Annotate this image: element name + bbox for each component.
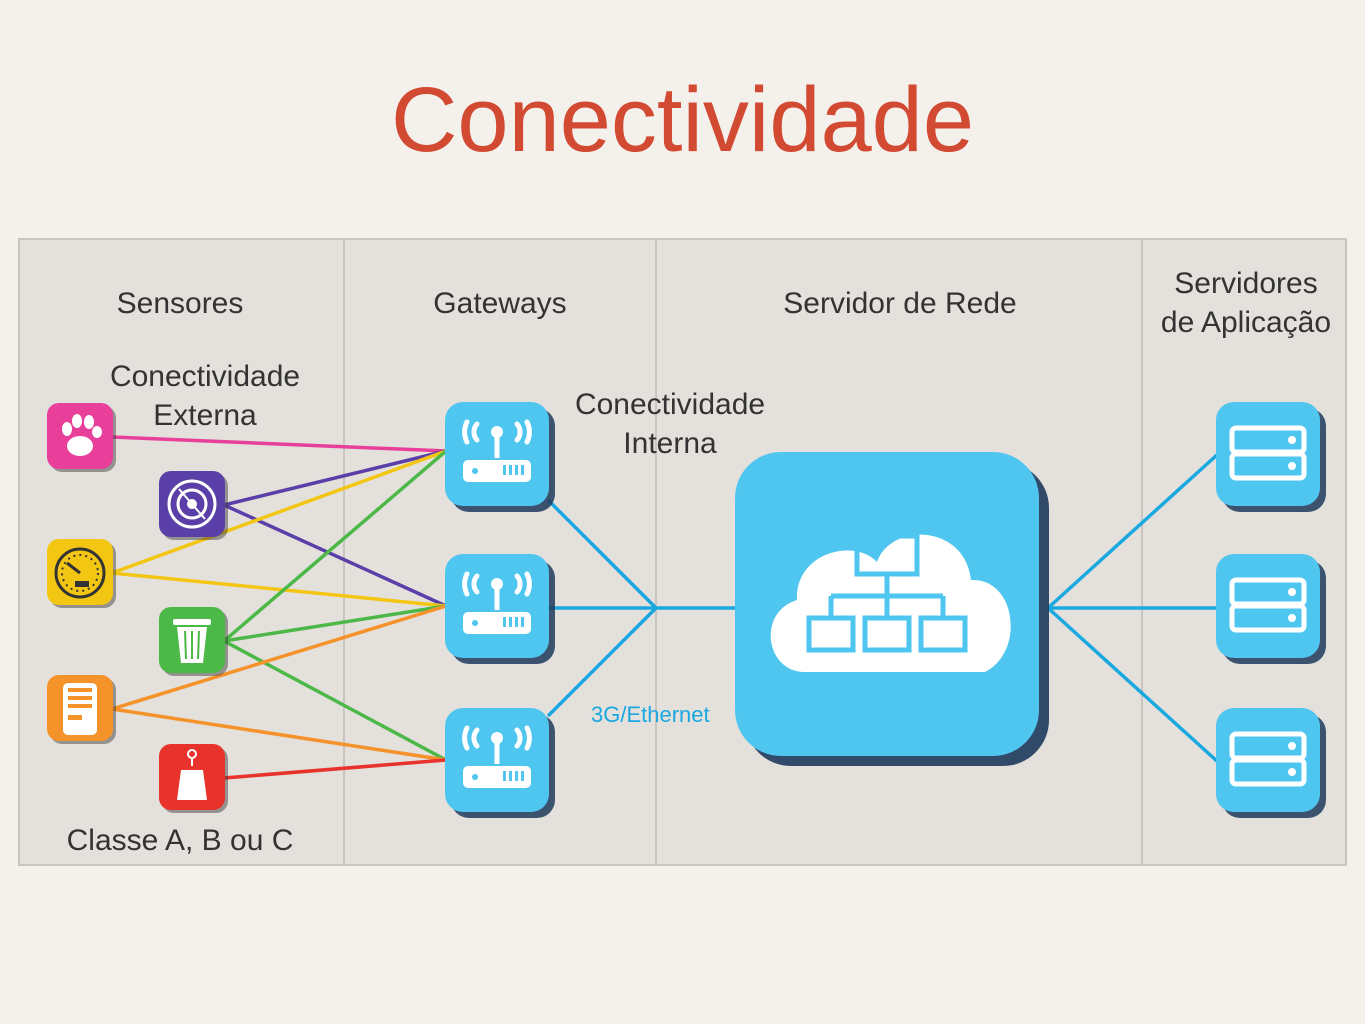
- smoke-detector-icon: [159, 471, 228, 540]
- label-classes: Classe A, B ou C: [66, 824, 294, 857]
- label-conectividade-interna: Conectividade Interna: [560, 385, 780, 463]
- page-title: Conectividade: [390, 69, 975, 171]
- link-trash-gw2: [223, 604, 447, 643]
- column-header-sensores: Sensores: [116, 287, 244, 320]
- link-meter-gw3: [111, 707, 447, 762]
- tag-icon: [159, 744, 228, 813]
- column-divider: [655, 238, 657, 866]
- column-divider: [1141, 238, 1143, 866]
- column-header-gateways: Gateways: [433, 287, 567, 320]
- sensor-links: [111, 435, 448, 780]
- link-tag-gw3: [223, 758, 447, 780]
- label-line: Conectividade: [574, 388, 766, 421]
- paw-icon: [47, 403, 116, 472]
- column-header-servidores-app: Servidores de Aplicação: [1146, 264, 1346, 342]
- link-gauge-gw1: [111, 449, 447, 575]
- gateway-icon: [445, 402, 555, 512]
- gateway-icon: [445, 554, 555, 664]
- label-line: Externa: [153, 399, 257, 432]
- link-trash-gw1: [222, 449, 448, 643]
- link-paw-gw1: [111, 435, 447, 453]
- app-server-icon: [1216, 708, 1326, 818]
- app-links: [1046, 452, 1220, 764]
- gateway-icon: [445, 708, 555, 818]
- label-3g-ethernet: 3G/Ethernet: [591, 702, 710, 727]
- trash-bin-icon: [159, 607, 228, 676]
- parking-meter-icon: [47, 675, 116, 744]
- column-header-line: de Aplicação: [1160, 306, 1332, 339]
- gauge-icon: [47, 539, 116, 608]
- hierarchy-icon: [806, 533, 968, 653]
- link-gauge-gw2: [111, 571, 447, 608]
- column-divider: [343, 238, 345, 866]
- column-header-servidor-rede: Servidor de Rede: [783, 287, 1017, 320]
- diagram-panel: [18, 238, 1347, 866]
- label-line: Interna: [623, 427, 717, 460]
- label-line: Conectividade: [109, 360, 301, 393]
- label-conectividade-externa: Conectividade Externa: [95, 357, 315, 435]
- link-trash-gw3: [223, 639, 447, 762]
- link-meter-gw2: [111, 604, 447, 711]
- link-smoke-gw1: [223, 449, 447, 507]
- column-header-line: Servidores: [1174, 267, 1318, 300]
- app-server-icon: [1216, 554, 1326, 664]
- link-smoke-gw2: [223, 503, 447, 608]
- backhaul-links: [546, 498, 740, 718]
- network-server-icon: [735, 452, 1049, 766]
- app-server-icon: [1216, 402, 1326, 512]
